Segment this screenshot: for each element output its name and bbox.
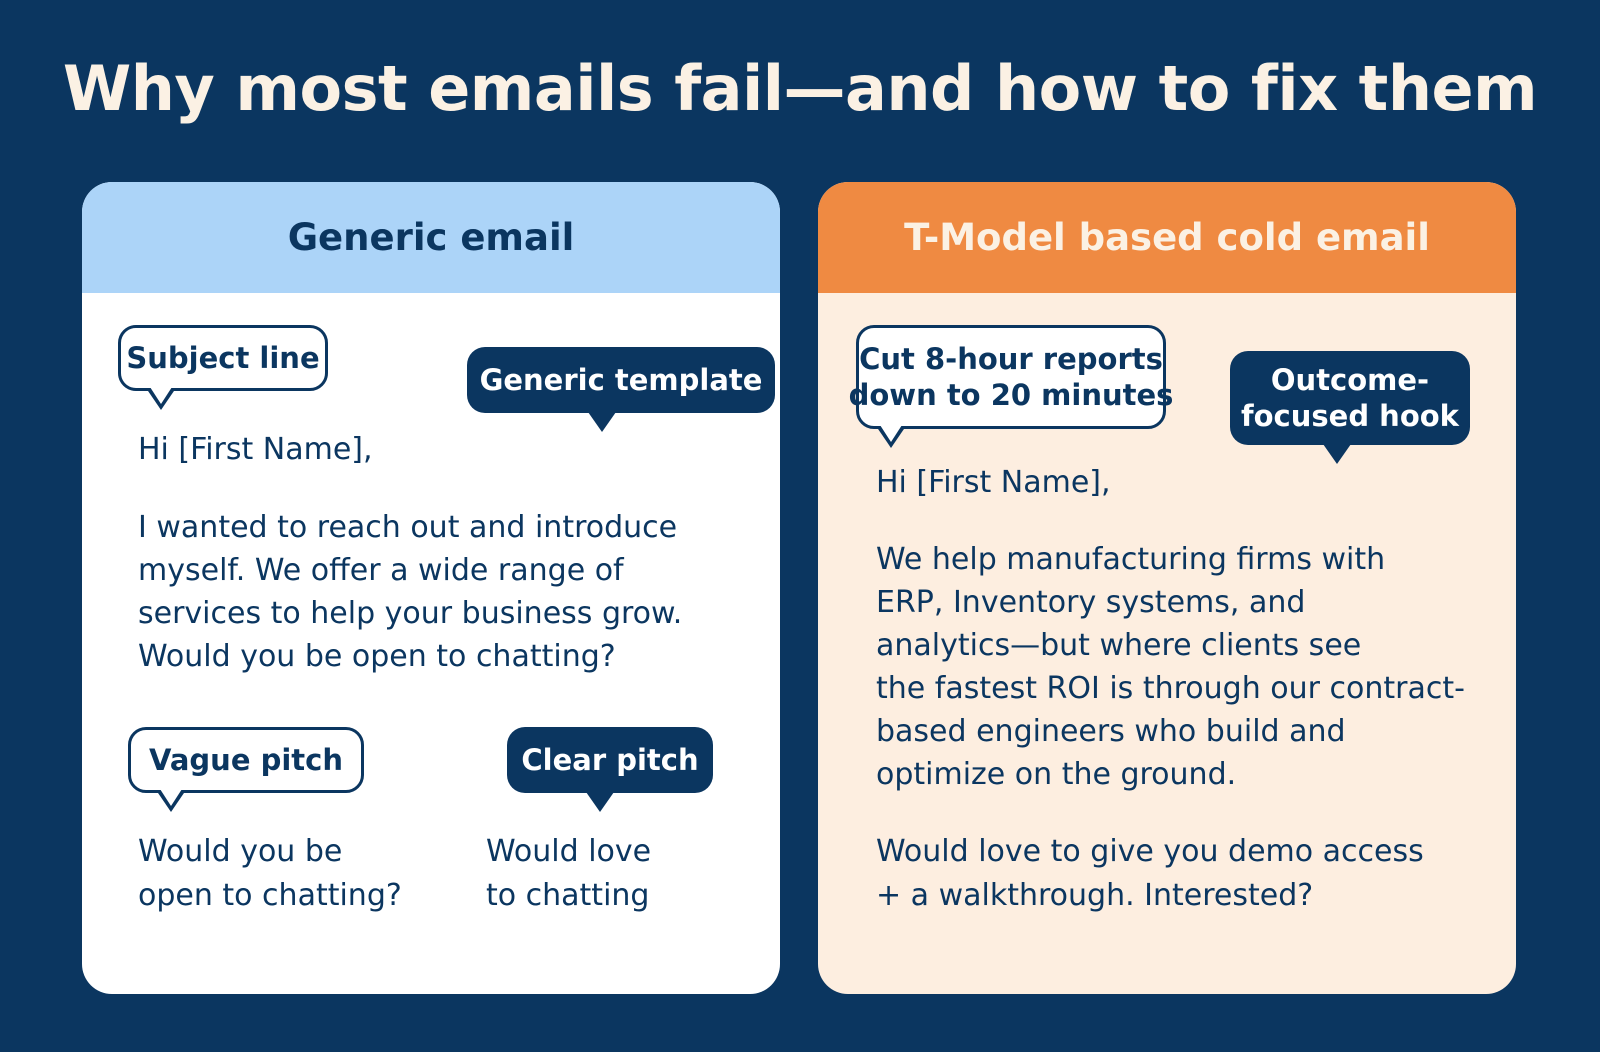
generic-email-header: Generic email [82,182,780,293]
clear-pitch-bubble: Clear pitch [507,727,713,793]
tmodel-body-line: the fastest ROI is through our contract- [876,671,1465,706]
generic-template-bubble-tail [588,412,616,432]
tmodel-subject-bubble: Cut 8-hour reports down to 20 minutes [849,325,1173,429]
tmodel-greeting: Hi [First Name], [876,465,1111,500]
generic-email-panel: Generic email Subject line Generic templ… [82,182,780,994]
outcome-hook-line: focused hook [1241,399,1459,433]
clear-pitch-bubble-tail [586,792,614,812]
tmodel-body-line: based engineers who build and [876,714,1346,749]
tmodel-closing-line: Would love to give you demo access [876,834,1424,869]
tmodel-body-line: We help manufacturing firms with [876,542,1386,577]
vague-pitch-bubble: Vague pitch [128,727,364,793]
tmodel-email-header: T-Model based cold email [818,182,1516,293]
vague-pitch-text: open to chatting? [138,878,402,913]
subject-line-bubble: Subject line [118,325,328,391]
tmodel-closing-line: + a walkthrough. Interested? [876,878,1314,913]
outcome-hook-bubble: Outcome- focused hook [1230,351,1470,445]
tmodel-subject-line: Cut 8-hour reports [859,342,1163,376]
generic-body-line: services to help your business grow. [138,596,683,631]
subject-line-bubble-tail-fill [150,387,172,404]
tmodel-body-line: ERP, Inventory systems, and [876,585,1306,620]
generic-body-line: myself. We offer a wide range of [138,553,624,588]
outcome-hook-bubble-tail [1323,444,1351,464]
generic-template-bubble: Generic template [467,347,775,413]
outcome-hook-line: Outcome- [1270,363,1430,397]
generic-body-line: I wanted to reach out and introduce [138,510,678,545]
tmodel-email-panel: T-Model based cold email Cut 8-hour repo… [818,182,1516,994]
vague-pitch-text: Would you be [138,834,343,869]
tmodel-body-line: analytics—but where clients see [876,628,1362,663]
clear-pitch-text: Would love [486,834,652,869]
generic-greeting: Hi [First Name], [138,432,373,467]
vague-pitch-bubble-tail-fill [160,789,182,806]
tmodel-subject-bubble-tail-fill [880,425,902,442]
generic-body-line: Would you be open to chatting? [138,639,616,674]
tmodel-subject-line: down to 20 minutes [848,378,1174,412]
page-title: Why most emails fail—and how to fix them [62,52,1538,125]
tmodel-body-line: optimize on the ground. [876,757,1237,792]
clear-pitch-text: to chatting [486,878,650,913]
